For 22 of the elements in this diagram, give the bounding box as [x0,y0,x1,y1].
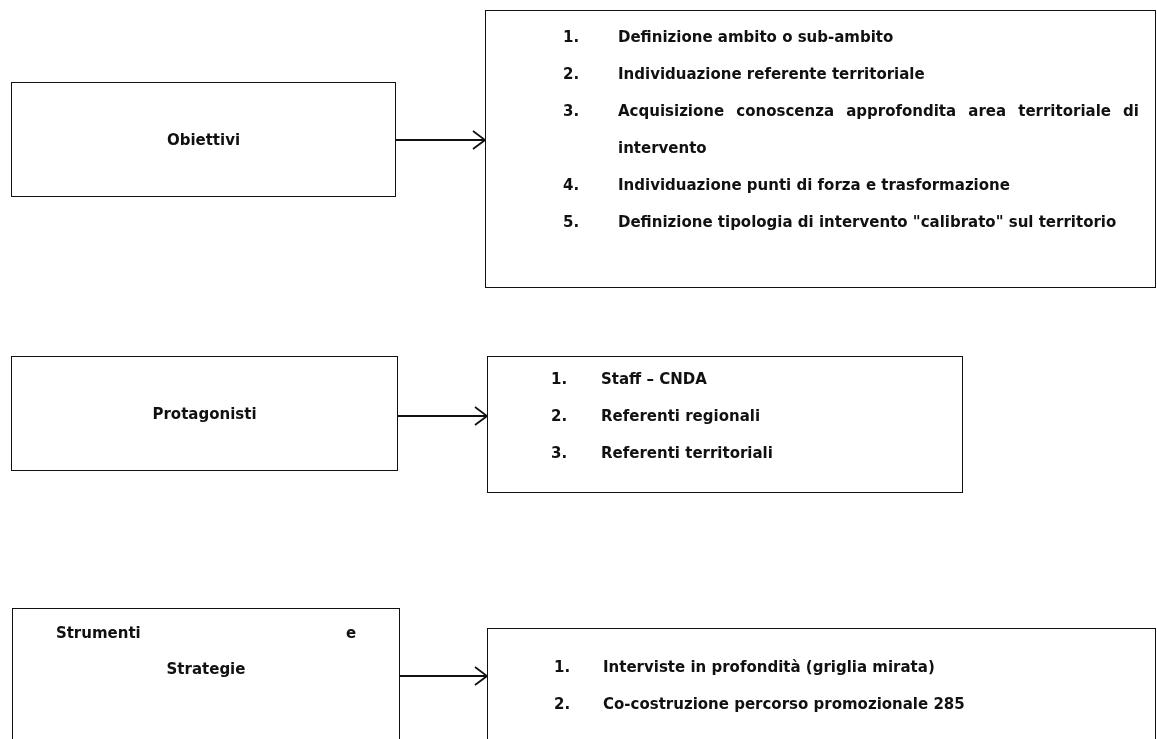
list-box [485,10,1156,288]
list-item: 3. Referenti territoriali [551,443,774,464]
list-item: 2. Individuazione referente territoriale [563,64,926,85]
category-label: Strumenti e Strategie [54,623,358,680]
category-box [12,608,400,739]
list-item: 3. Acquisizione conoscenza approfondita area territoriale di intervento [563,101,1139,159]
arrow [397,406,488,426]
list-item: 1. Staff – CNDA [551,369,708,390]
list-item: 2. Co-costruzione percorso promozionale 285 [554,694,966,715]
category-box [11,356,398,471]
arrow [399,666,488,686]
category-label: Protagonisti [151,403,258,425]
arrow [395,130,486,150]
list-box [487,628,1156,739]
list-item: 1. Definizione ambito o sub-ambito [563,27,895,48]
list-item: 2. Referenti regionali [551,406,762,427]
category-label: Obiettivi [165,129,242,151]
category-box [11,82,396,197]
list-item: 4. Individuazione punti di forza e trasformazione [563,175,1011,196]
list-box [487,356,963,493]
list-item: 1. Interviste in profondità (griglia mirata) [554,657,936,678]
list-item: 5. Definizione tipologia di intervento "calibrato" sul territorio [563,212,1118,233]
